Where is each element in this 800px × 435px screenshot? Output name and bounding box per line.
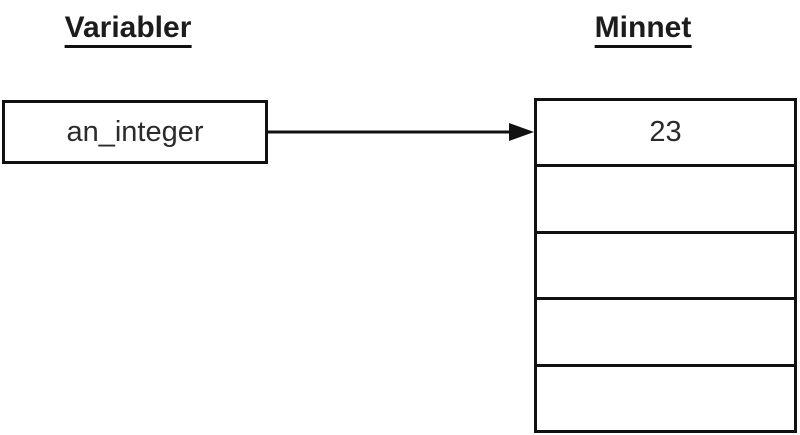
memory-cell xyxy=(537,230,794,297)
variable-name: an_integer xyxy=(66,115,204,148)
memory-cell-value: 23 xyxy=(649,116,682,149)
variables-header: Variabler xyxy=(64,11,192,48)
memory-cell xyxy=(537,363,794,430)
memory-cell xyxy=(537,164,794,230)
memory-cell xyxy=(537,297,794,363)
variable-box: an_integer xyxy=(2,100,268,164)
memory-cell: 23 xyxy=(537,101,794,164)
memory-header: Minnet xyxy=(594,11,692,48)
memory-table: 23 xyxy=(534,98,797,433)
pointer-arrow-icon xyxy=(268,123,534,141)
